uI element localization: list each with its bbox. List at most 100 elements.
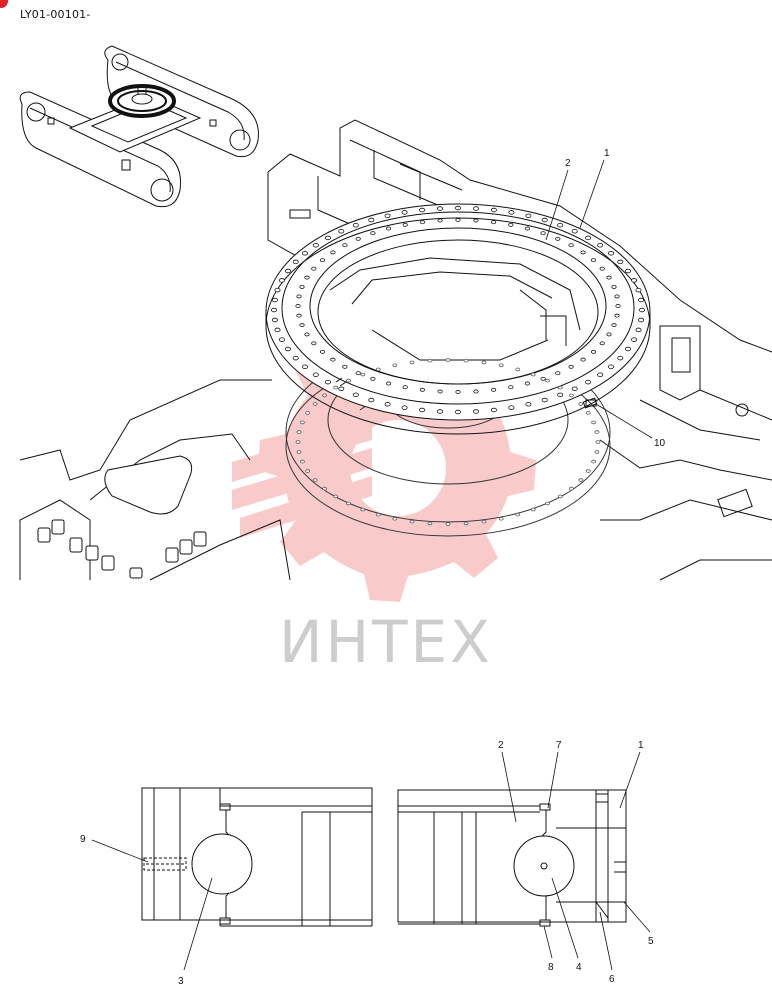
- bolt-hole: [524, 226, 531, 231]
- bolt-hole: [384, 213, 391, 219]
- bolt-hole: [508, 222, 514, 227]
- bolt-hole: [557, 494, 563, 499]
- serial-number-range: LY01-00101-: [20, 8, 91, 21]
- bolt-hole: [284, 346, 291, 352]
- bolt-hole: [436, 409, 443, 414]
- bolt-hole: [392, 516, 398, 521]
- bolt-hole: [312, 402, 318, 406]
- bolt-hole: [385, 381, 392, 386]
- bolt-hole: [352, 392, 359, 398]
- bolt-hole: [557, 385, 563, 390]
- bolt-hole: [597, 243, 604, 248]
- bolt-hole: [625, 268, 632, 274]
- bolt-hole: [402, 222, 408, 227]
- bolt-hole: [401, 405, 408, 410]
- bolt-hole: [342, 364, 348, 369]
- bolt-hole: [463, 358, 469, 363]
- bolt-hole: [304, 332, 310, 337]
- callout-9: 9: [80, 834, 86, 845]
- bolt-hole: [571, 228, 578, 234]
- bolt-hole: [614, 313, 620, 318]
- bolt-hole: [541, 397, 548, 403]
- bolt-hole: [594, 450, 600, 454]
- callout-10-upper: 10: [654, 438, 666, 449]
- bolt-hole: [569, 486, 574, 491]
- bolt-hole: [580, 250, 586, 255]
- bolt-hole: [333, 494, 339, 499]
- bolt-hole: [311, 341, 317, 346]
- undercarriage-inset: [19, 45, 259, 208]
- bolt-hole: [525, 213, 532, 219]
- bolt-hole: [585, 411, 591, 415]
- bolt-hole: [508, 210, 515, 215]
- bolt-hole: [445, 522, 451, 526]
- bolt-hole: [299, 284, 305, 289]
- bolt-hole: [299, 420, 305, 425]
- bolt-hole: [330, 250, 336, 255]
- bolt-hole: [454, 409, 461, 415]
- bolt-hole: [530, 372, 536, 377]
- bolt-hole: [594, 430, 600, 434]
- bolt-hole: [611, 284, 617, 289]
- bolt-hole: [284, 268, 291, 274]
- bolt-hole: [635, 287, 642, 293]
- bolt-hole: [490, 387, 497, 392]
- bolt-hole: [319, 349, 326, 354]
- bolt-hole: [301, 364, 308, 369]
- callout-3: 3: [178, 976, 184, 987]
- bolt-hole: [295, 440, 301, 444]
- bolt-hole: [568, 364, 574, 369]
- bolt-hole: [409, 519, 415, 524]
- bolt-hole: [614, 294, 620, 299]
- bolt-hole: [333, 385, 339, 390]
- bolt-hole: [490, 407, 497, 413]
- bolt-hole: [638, 297, 645, 303]
- bolt-hole: [590, 349, 597, 354]
- bolt-hole: [472, 409, 479, 414]
- bolt-hole: [292, 259, 299, 265]
- bolt-hole: [296, 430, 302, 434]
- bolt-hole: [437, 218, 443, 223]
- bolt-hole: [419, 207, 426, 213]
- bolt-hole: [515, 512, 521, 517]
- bolt-hole: [375, 367, 381, 372]
- frame-drawing: [19, 119, 772, 581]
- callout-6: 6: [609, 974, 615, 985]
- bolt-hole: [305, 411, 311, 415]
- bolt-hole: [490, 220, 497, 225]
- bolt-hole: [338, 386, 345, 392]
- bolt-hole: [525, 401, 532, 407]
- bolt-hole: [342, 243, 348, 248]
- bolt-hole: [617, 259, 624, 265]
- bolt-hole: [355, 236, 361, 241]
- bolt-hole: [278, 278, 285, 283]
- bolt-hole: [638, 317, 645, 323]
- section-leader-lines: [91, 751, 651, 971]
- bolt-hole: [472, 206, 479, 211]
- section-left: [141, 787, 373, 927]
- bolt-hole: [568, 243, 574, 248]
- bolt-hole: [571, 386, 578, 392]
- bolt-hole: [606, 275, 612, 280]
- bolt-hole: [311, 266, 317, 271]
- bolt-hole: [481, 519, 487, 524]
- bolt-hole: [305, 469, 311, 473]
- bolt-hole: [498, 516, 504, 521]
- bolt-hole: [401, 210, 408, 215]
- bolt-hole: [557, 222, 564, 228]
- bolt-hole: [436, 206, 443, 211]
- callout-5: 5: [648, 936, 654, 947]
- bolt-hole: [392, 363, 398, 368]
- bolt-hole: [346, 378, 351, 383]
- bolt-hole: [304, 275, 310, 280]
- bolt-hole: [312, 478, 318, 482]
- bolt-hole: [597, 372, 604, 377]
- bolt-hole: [557, 392, 564, 398]
- bolt-hole: [540, 376, 546, 381]
- bolt-hole: [312, 372, 319, 377]
- bolt-hole: [635, 327, 642, 333]
- bolt-hole: [384, 401, 391, 407]
- bolt-hole: [324, 379, 331, 385]
- bolt-hole: [578, 478, 584, 482]
